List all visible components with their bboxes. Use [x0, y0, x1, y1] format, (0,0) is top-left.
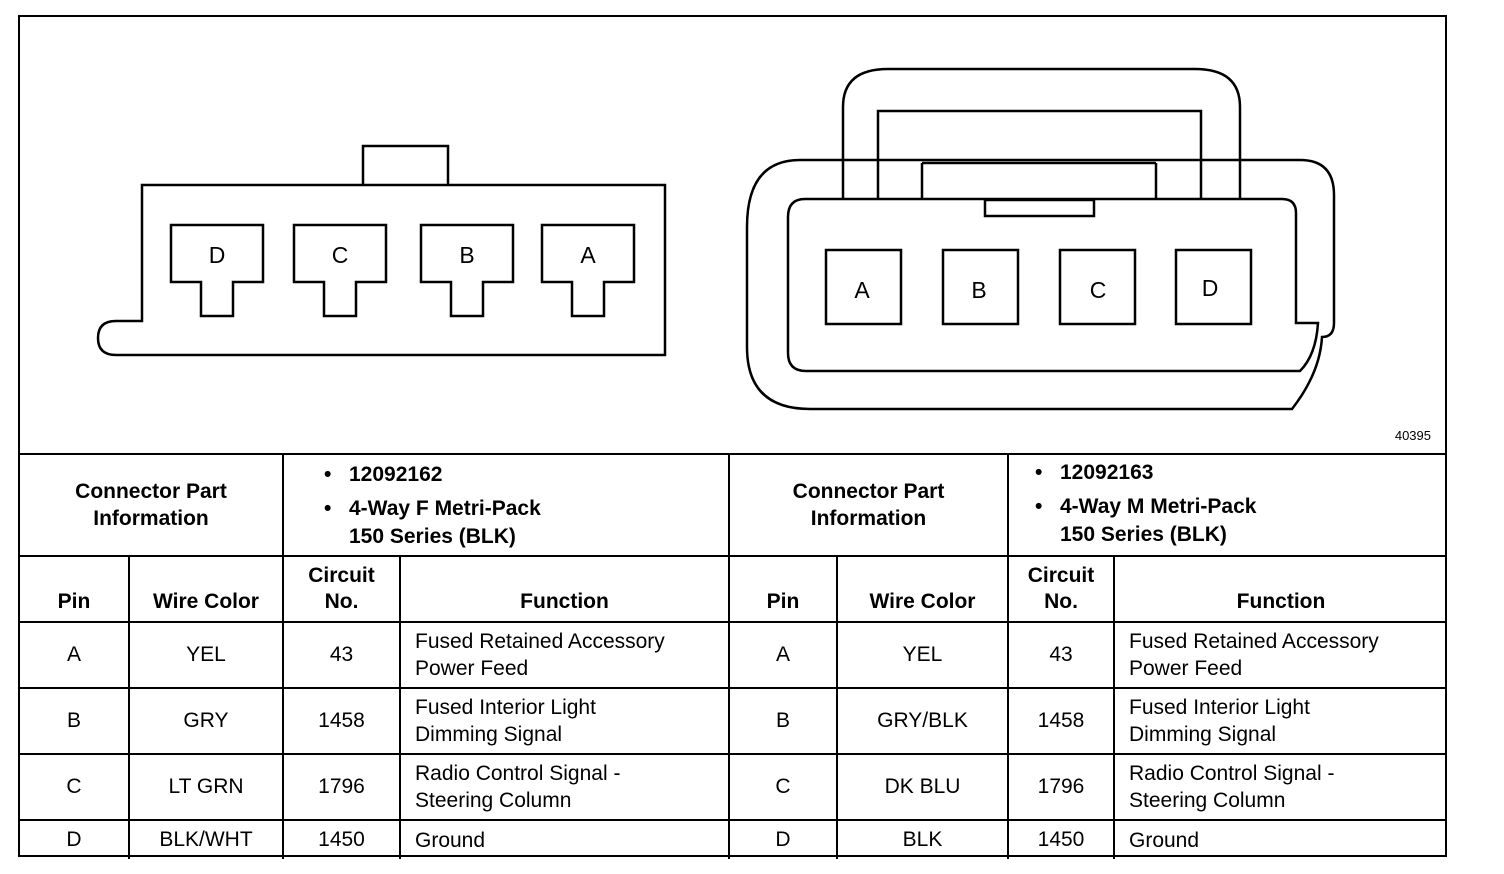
connector-info-row: Connector Part Information 12092163 4-Wa… — [730, 455, 1447, 557]
connector-info-value: 12092163 4-Way M Metri-Pack 150 Series (… — [1035, 459, 1256, 549]
circuit-cell: 1796 — [284, 755, 401, 821]
wire-color-cell: GRY — [130, 689, 284, 755]
male-pin-terminal-a — [824, 248, 903, 326]
wire-color-cell: YEL — [130, 623, 284, 689]
pin-cell: D — [20, 821, 130, 859]
female-pin-label: B — [459, 242, 474, 268]
wire-color-cell: LT GRN — [130, 755, 284, 821]
pin-cell: B — [20, 689, 130, 755]
pin-cell: C — [20, 755, 130, 821]
wire-color-cell: BLK/WHT — [130, 821, 284, 859]
connector-info-label: Connector Part Information — [20, 455, 284, 555]
function-header: Function — [1115, 557, 1447, 623]
male-pin-label: A — [854, 277, 870, 303]
pin-cell: A — [730, 623, 838, 689]
function-cell: Radio Control Signal -Steering Column — [401, 755, 728, 821]
male-pin-terminal-b — [941, 248, 1020, 326]
pinout-table: Connector Part Information 12092162 4-Wa… — [20, 453, 1447, 859]
male-pin-label: C — [1090, 277, 1107, 303]
wire-color-cell: DK BLU — [838, 755, 1009, 821]
female-pin-cavities — [169, 223, 636, 318]
female-pin-label: A — [580, 242, 596, 268]
connector-diagram: D C B A A B C D — [96, 67, 1336, 411]
connector-info-row: Connector Part Information 12092162 4-Wa… — [20, 455, 728, 557]
pin-cell: D — [730, 821, 838, 859]
pin-header: Pin — [20, 557, 130, 623]
female-pin-cavity-a — [540, 223, 636, 318]
info-label-line: Information — [810, 507, 927, 530]
female-connector-table: Connector Part Information 12092162 4-Wa… — [20, 455, 728, 859]
female-pin-cavity-d — [169, 223, 265, 318]
connector-description: 4-Way F Metri-Pack 150 Series (BLK) — [324, 495, 541, 551]
info-label-line: Information — [93, 507, 209, 530]
female-pin-letters: D C B A — [209, 242, 597, 268]
circuit-cell: 1796 — [1009, 755, 1115, 821]
male-pin-terminal-d — [1174, 248, 1253, 326]
male-connector-face — [786, 197, 1320, 373]
female-connector-drawing — [96, 144, 667, 357]
wire-color-header: Wire Color — [838, 557, 1009, 623]
male-connector-key — [983, 198, 1096, 218]
info-label-line: Connector Part — [792, 480, 945, 503]
figure-number: 40395 — [1394, 428, 1431, 443]
female-connector-tab — [361, 144, 450, 188]
male-connector-table: Connector Part Information 12092163 4-Wa… — [728, 455, 1447, 859]
part-number: 12092163 — [1035, 459, 1256, 487]
circuit-cell: 1458 — [1009, 689, 1115, 755]
wire-color-header: Wire Color — [130, 557, 284, 623]
function-cell: Radio Control Signal -Steering Column — [1115, 755, 1447, 821]
connector-info-label: Connector Part Information — [730, 455, 1009, 555]
female-pin-cavity-c — [292, 223, 388, 318]
male-pin-label: D — [1202, 275, 1219, 301]
circuit-cell: 1450 — [1009, 821, 1115, 859]
wire-color-cell: BLK — [838, 821, 1009, 859]
info-label-line: Connector Part — [75, 480, 227, 503]
connector-info-value: 12092162 4-Way F Metri-Pack 150 Series (… — [324, 461, 541, 551]
connector-description: 4-Way M Metri-Pack 150 Series (BLK) — [1035, 493, 1256, 549]
male-connector-latch — [841, 67, 1242, 199]
male-pin-terminals — [824, 248, 1253, 326]
wire-color-cell: GRY/BLK — [838, 689, 1009, 755]
pin-cell: C — [730, 755, 838, 821]
pin-cell: A — [20, 623, 130, 689]
male-pin-label: B — [971, 277, 986, 303]
female-pin-label: C — [332, 242, 349, 268]
female-pin-label: D — [209, 242, 226, 268]
pin-header: Pin — [730, 557, 838, 623]
part-number: 12092162 — [324, 461, 541, 489]
circuit-cell: 43 — [1009, 623, 1115, 689]
female-connector-body — [96, 183, 667, 357]
male-connector-drawing — [745, 67, 1336, 411]
function-header: Function — [401, 557, 728, 623]
circuit-cell: 1458 — [284, 689, 401, 755]
male-connector-latch-inner — [876, 109, 1203, 199]
wire-color-cell: YEL — [838, 623, 1009, 689]
male-pin-terminal-c — [1058, 248, 1137, 326]
function-cell: Ground — [1129, 828, 1200, 852]
circuit-cell: 1450 — [284, 821, 401, 859]
connector-end-view-sheet: D C B A A B C D — [18, 15, 1447, 859]
male-pin-letters: A B C D — [854, 275, 1218, 303]
male-connector-shell — [745, 158, 1336, 411]
circuit-cell: 43 — [284, 623, 401, 689]
pin-cell: B — [730, 689, 838, 755]
function-cell: Ground — [415, 828, 486, 852]
female-pin-cavity-b — [419, 223, 515, 318]
